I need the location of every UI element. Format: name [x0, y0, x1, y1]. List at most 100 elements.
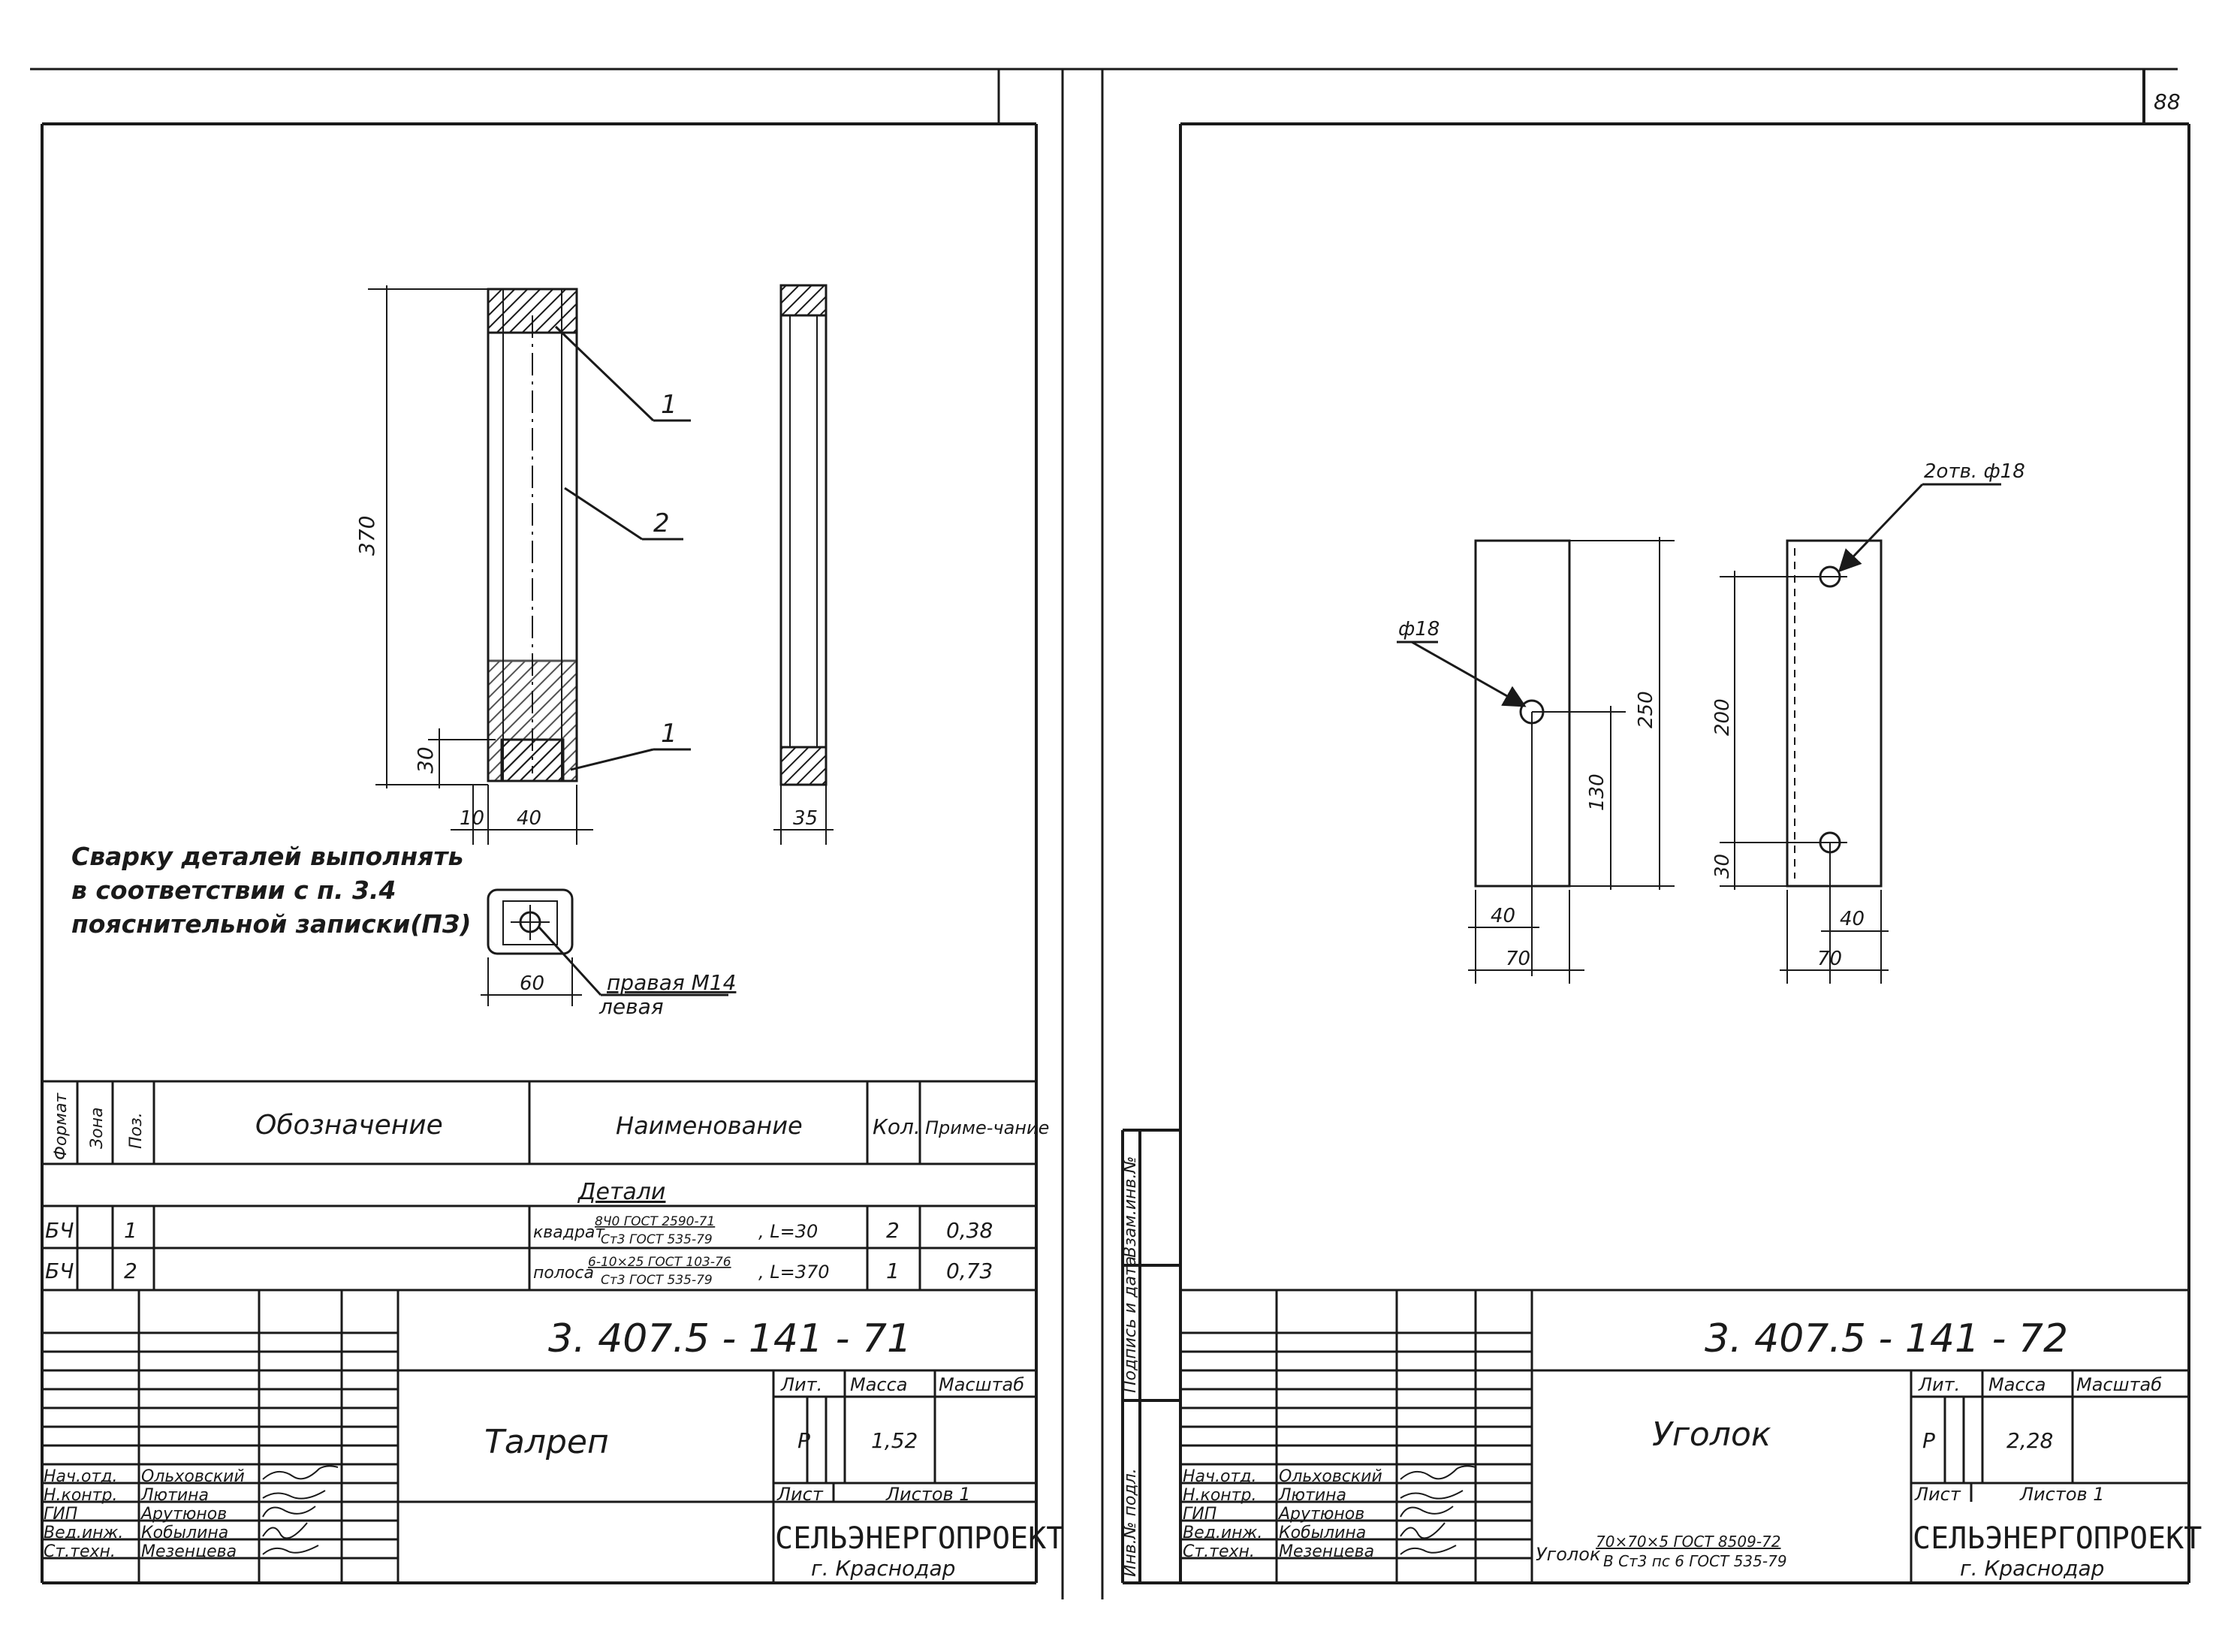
spec-header-zone: Зона [88, 1108, 107, 1149]
right-drawing-title: Уголок [1652, 1415, 1771, 1454]
material-prefix: Уголок [1536, 1544, 1601, 1565]
page-number: 88 [2154, 89, 2181, 114]
row2-length: , L=370 [758, 1262, 830, 1283]
right-org-name: СЕЛЬЭНЕРГОПРОЕКТ [1913, 1521, 2202, 1556]
left-staff-role: Ст.техн. [44, 1542, 116, 1561]
spec-header-pos: Поз. [127, 1112, 146, 1149]
row1-kind: квадрат [533, 1223, 605, 1242]
left-staff-role: Вед.инж. [44, 1524, 123, 1542]
dim-side: 35 [793, 807, 818, 830]
right-sheet-frame [1121, 69, 2190, 1584]
left-staff-role: Н.контр. [44, 1486, 117, 1505]
tension-bar-side-view [779, 284, 828, 786]
leader-label-2: 2 [653, 508, 670, 538]
right-lit-value: Р [1922, 1428, 1935, 1453]
left-lit-label: Лит. [780, 1374, 822, 1395]
holes-label: 2отв. ф18 [1924, 460, 2025, 483]
tension-bar-front-view [487, 288, 578, 782]
row1-qty: 2 [886, 1218, 900, 1243]
dim-nut: 60 [520, 972, 544, 995]
dim-40-b: 40 [1840, 908, 1865, 930]
weld-note-line-3: пояснительной записки(ПЗ) [71, 909, 471, 939]
angle-view-side [1720, 483, 2001, 984]
left-mass-label: Масса [850, 1374, 908, 1395]
right-staff-role: ГИП [1183, 1505, 1216, 1524]
left-mass-value: 1,52 [871, 1428, 918, 1453]
right-drawing-code: 3. 407.5 - 141 - 72 [1705, 1316, 2068, 1361]
spec-header-format: Формат [52, 1093, 71, 1160]
right-sheets-label: Листов 1 [2019, 1484, 2105, 1505]
left-title-block-grid [42, 1290, 1036, 1583]
right-staff-list: Нач.отд. Ольховский Н.контр. Лютина ГИП … [1183, 1467, 1382, 1561]
left-staff-name: Мезенцева [141, 1542, 237, 1561]
row2-kind: полоса [533, 1264, 594, 1283]
row1-mass: 0,38 [946, 1218, 993, 1243]
left-staff-name: Ольховский [141, 1467, 245, 1486]
material-bottom: В Ст3 пс 6 ГОСТ 535-79 [1603, 1552, 1787, 1570]
dim-30: 30 [1711, 854, 1734, 879]
right-staff-role: Вед.инж. [1183, 1524, 1262, 1542]
left-staff-name: Кобылина [141, 1524, 228, 1542]
row1-length: , L=30 [758, 1221, 818, 1242]
left-signatures [262, 1465, 339, 1555]
row1-profile: 8Ч0 ГОСТ 2590-71 [595, 1214, 715, 1229]
dim-200: 200 [1711, 698, 1734, 736]
dim-end: 30 [413, 746, 438, 773]
row2-steel: Ст3 ГОСТ 535-79 [601, 1273, 713, 1288]
right-staff-name: Кобылина [1279, 1524, 1366, 1542]
position-leaders [554, 325, 691, 771]
left-sheets-label: Листов 1 [885, 1484, 971, 1505]
spec-header-designation: Обозначение [255, 1110, 443, 1141]
spec-table-grid [42, 1080, 1036, 1292]
nut-section [481, 888, 728, 1006]
left-scale-label: Масштаб [939, 1374, 1024, 1395]
right-org-city: г. Краснодар [1960, 1556, 2104, 1581]
thread-right: правая М14 [607, 970, 736, 995]
left-staff-name: Лютина [140, 1486, 209, 1505]
hole-label: ф18 [1398, 618, 1440, 641]
left-lit-value: Р [797, 1428, 810, 1453]
right-staff-name: Лютина [1278, 1486, 1346, 1505]
leader-label-1-bottom: 1 [661, 719, 677, 749]
left-dimension-lines [368, 285, 834, 845]
leader-label-1-top: 1 [661, 390, 677, 420]
dim-height: 370 [354, 516, 379, 556]
side-label-replace: Взам.инв.№ [1121, 1156, 1140, 1258]
right-scale-label: Масштаб [2076, 1374, 2162, 1395]
row2-format: БЧ [45, 1259, 74, 1283]
weld-note-line-1: Сварку деталей выполнять [71, 842, 463, 871]
dim-130: 130 [1586, 773, 1608, 811]
side-label-sign: Подпись и дата [1121, 1256, 1140, 1393]
left-staff-role: ГИП [44, 1505, 77, 1524]
dim-40-a: 40 [1491, 905, 1515, 927]
angle-view-front [1397, 537, 1675, 984]
thread-left: левая [598, 994, 664, 1019]
dim-70-a: 70 [1506, 948, 1530, 970]
left-sheet-frame [41, 122, 1038, 1584]
dim-offset: 10 [460, 807, 484, 830]
right-staff-name: Арутюнов [1277, 1505, 1364, 1524]
side-label-inv: Инв.№ подл. [1121, 1468, 1140, 1577]
right-staff-name: Ольховский [1279, 1467, 1382, 1486]
spec-header-qty: Кол. [873, 1114, 921, 1139]
left-org-city: г. Краснодар [811, 1556, 955, 1581]
spec-row-2: БЧ 2 полоса 6-10×25 ГОСТ 103-76 Ст3 ГОСТ… [45, 1255, 993, 1288]
row1-format: БЧ [45, 1218, 74, 1243]
spec-row-1: БЧ 1 квадрат 8Ч0 ГОСТ 2590-71 Ст3 ГОСТ 5… [45, 1214, 993, 1247]
row2-profile: 6-10×25 ГОСТ 103-76 [588, 1255, 731, 1270]
left-staff-name: Арутюнов [140, 1505, 227, 1524]
dim-width: 40 [517, 807, 541, 830]
right-staff-role: Нач.отд. [1183, 1467, 1257, 1486]
right-mass-value: 2,28 [2006, 1428, 2053, 1453]
left-staff-list: Нач.отд. Ольховский Н.контр. Лютина ГИП … [44, 1467, 245, 1561]
weld-note-line-2: в соответствии с п. 3.4 [71, 876, 396, 905]
right-sheet-label: Лист [1914, 1484, 1961, 1505]
spec-section-title: Детали [577, 1179, 665, 1205]
left-staff-role: Нач.отд. [44, 1467, 118, 1486]
right-mass-label: Масса [1988, 1374, 2046, 1395]
left-org-name: СЕЛЬЭНЕРГОПРОЕКТ [775, 1521, 1064, 1556]
right-staff-role: Ст.техн. [1183, 1542, 1255, 1561]
left-drawing-title: Талреп [484, 1423, 609, 1461]
right-lit-label: Лит. [1918, 1374, 1960, 1395]
